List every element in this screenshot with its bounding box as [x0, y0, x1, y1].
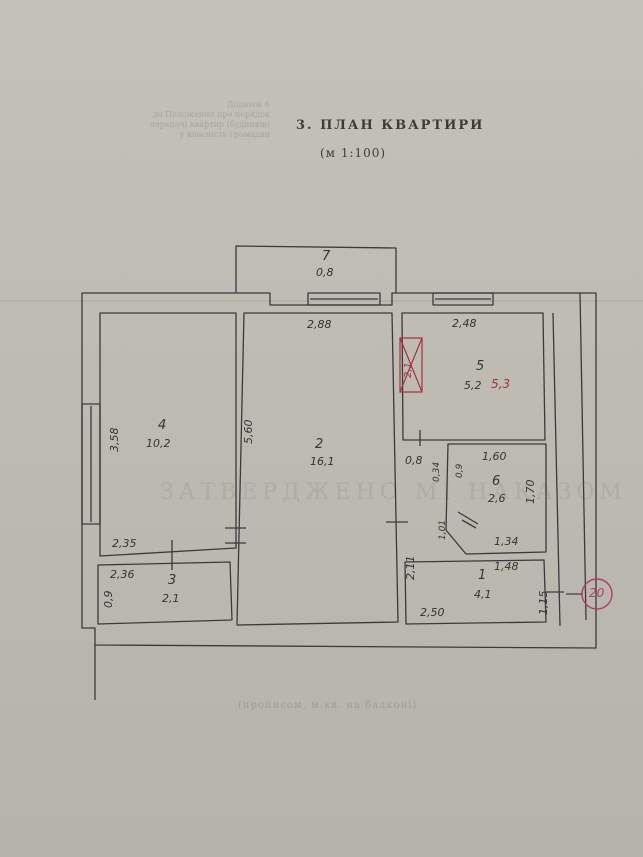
- dimension-label: 0,9: [102, 590, 115, 609]
- room-5-area: 5,2: [464, 379, 482, 392]
- dimension-label: 2,11: [404, 555, 417, 581]
- corner-note-line: передачі квартир (будинків): [149, 120, 270, 129]
- dimension-label: 2,48: [452, 317, 477, 330]
- stamp-number: 20: [589, 586, 605, 600]
- dimension-label: 1,70: [524, 479, 537, 505]
- dimension-label: 5,60: [242, 419, 255, 445]
- corner-note-line: Додаток 6: [227, 100, 270, 109]
- outer-wall: [81, 292, 597, 649]
- paper-fold: [0, 300, 643, 302]
- dimension-label: 2,50: [420, 606, 445, 619]
- dimension-label: 2,88: [307, 318, 332, 331]
- closet-label: 2,1: [403, 362, 414, 378]
- inner-wall-right: [552, 312, 561, 627]
- room-5-outline: [401, 312, 546, 441]
- dimension-label: 1,48: [494, 560, 519, 573]
- room-2-number: 2: [315, 437, 324, 452]
- room-4-number: 4: [158, 418, 167, 433]
- door-tick: [457, 511, 479, 525]
- closet-marker: [399, 337, 423, 393]
- room-3-area: 2,1: [162, 592, 180, 605]
- dimension-label: 2,36: [110, 568, 135, 581]
- door-tick: [461, 519, 477, 529]
- room-3-outline: [97, 561, 233, 625]
- room-6-number: 6: [492, 474, 501, 489]
- room-6-area: 2,6: [488, 492, 506, 505]
- corner-note-line: у власність громадян: [179, 130, 270, 139]
- dimension-label: 1,60: [482, 450, 507, 463]
- room-2-outline: [236, 312, 399, 626]
- bleed-through-text: ЗАТВЕРДЖЕНО МІ НАКАЗОМ: [160, 480, 627, 505]
- room-4-outline: [99, 312, 237, 557]
- corner-note-line: до Положення про порядок: [152, 110, 270, 119]
- room-4-area: 10,2: [146, 437, 171, 450]
- room-5-number: 5: [476, 359, 485, 374]
- closet-hatch: [399, 337, 423, 393]
- room-1-area: 4,1: [474, 588, 492, 601]
- window-room-2: [307, 292, 381, 306]
- bottom-note: (прописом, м.кв. на балконі): [238, 700, 418, 711]
- dimension-label: 3,58: [108, 427, 121, 453]
- window-room-4: [81, 403, 101, 525]
- dimension-label: 0,8: [405, 454, 423, 467]
- outer-line-right: [579, 292, 587, 621]
- dimension-label: 0,34: [432, 461, 442, 482]
- window-room-5: [432, 292, 494, 306]
- room-7-area: 0,8: [316, 266, 334, 279]
- corner-note: Додаток 6 до Положення про порядок перед…: [60, 100, 270, 140]
- balcony-outline: [235, 245, 397, 293]
- room-5-corrected-area: 5,3: [491, 377, 511, 391]
- room-3-number: 3: [168, 573, 177, 588]
- room-6-outline: [445, 443, 547, 555]
- room-7-number: 7: [322, 249, 331, 264]
- room-1-number: 1: [478, 568, 487, 583]
- dimension-label: 1,34: [494, 535, 519, 548]
- room-2-area: 16,1: [310, 455, 335, 468]
- dimension-label: 1,01: [438, 519, 448, 540]
- room-1-outline: [404, 559, 547, 625]
- dimension-label: 1,15: [537, 590, 550, 616]
- dimension-label: 0,9: [455, 463, 465, 478]
- dimension-label: 2,35: [112, 537, 137, 550]
- plan-title: 3. ПЛАН КВАРТИРИ: [296, 118, 485, 133]
- plan-scale: (м 1:100): [320, 146, 387, 160]
